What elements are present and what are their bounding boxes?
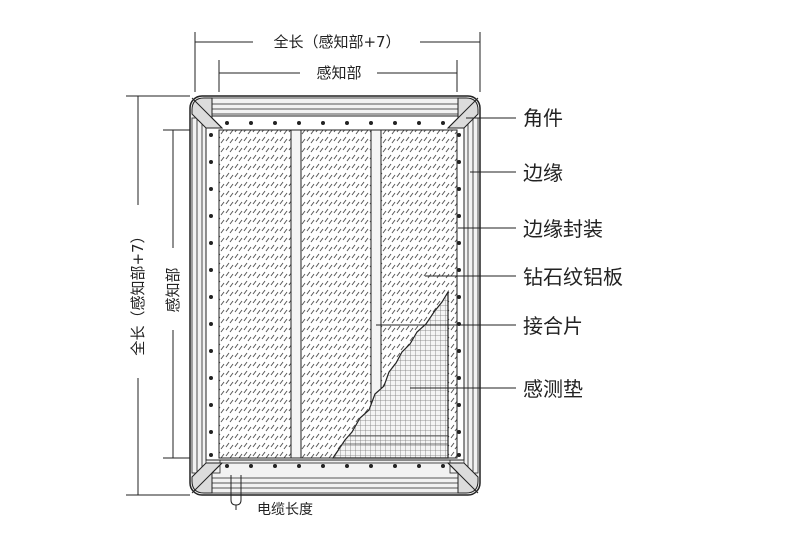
left-full-length-label: 全长（感知部+7）	[129, 228, 147, 355]
pad-inner-lines	[342, 435, 448, 445]
sensing-pad-label: 感测垫	[523, 377, 583, 401]
top-full-length-label: 全长（感知部+7）	[273, 33, 400, 51]
callout-leaders	[376, 117, 516, 389]
joint-piece-label: 接合片	[523, 314, 583, 338]
bottom-edge-rail	[211, 462, 459, 494]
screw-dots	[209, 121, 461, 468]
diamond-plate-label: 钻石纹铝板	[523, 265, 623, 289]
edge-label: 边缘	[523, 161, 563, 185]
corner-pieces	[191, 97, 479, 494]
cable	[230, 475, 242, 510]
sensing-pad	[331, 289, 449, 459]
top-dimension-sensing	[218, 60, 458, 92]
cable-length-label: 电缆长度	[257, 502, 313, 518]
edge-seal-label: 边缘封装	[523, 217, 603, 241]
corner-piece-label: 角件	[523, 106, 563, 130]
left-sensing-label: 感知部	[164, 267, 182, 312]
left-dimension-full	[126, 95, 190, 496]
top-sensing-label: 感知部	[316, 64, 361, 82]
top-dimension-full	[194, 32, 481, 92]
